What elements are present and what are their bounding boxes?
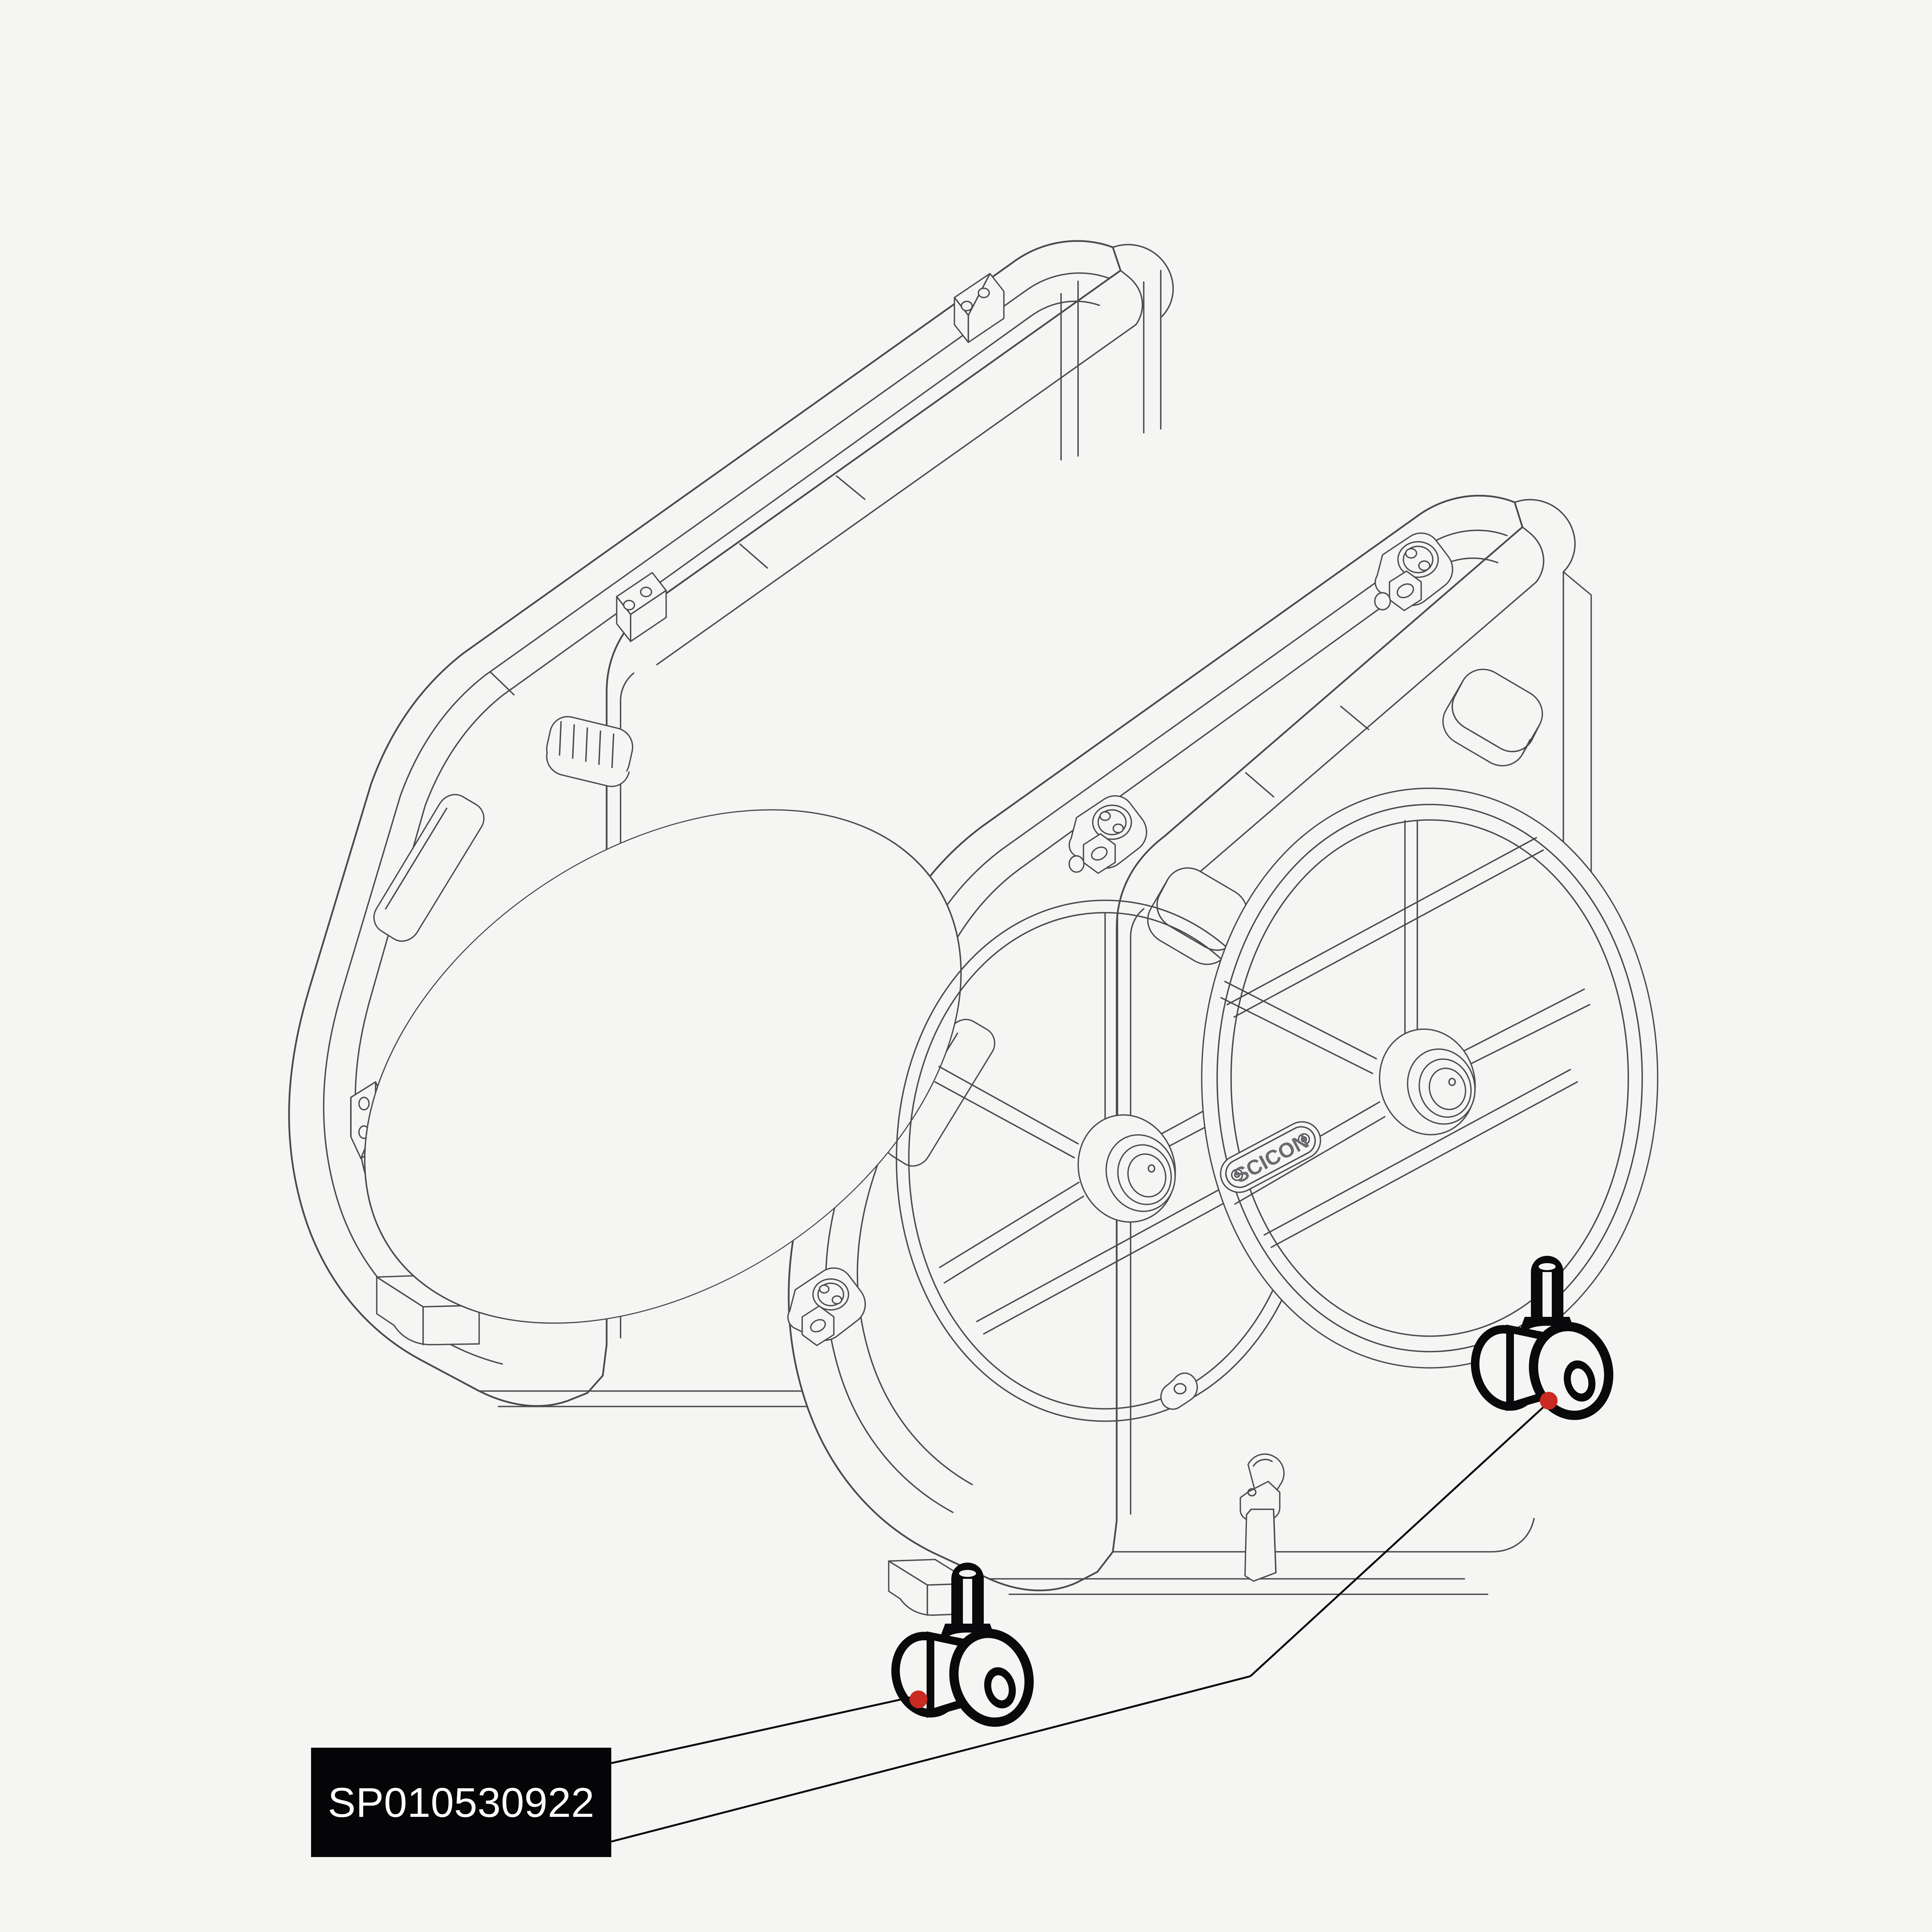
wheel-guard-disc-right	[1201, 787, 1658, 1369]
carry-handle	[1442, 668, 1543, 767]
leader-line-rear-caster-upper	[1250, 1406, 1545, 1677]
latch-clip	[546, 716, 633, 787]
callout-dot-rear-caster[interactable]	[1540, 1392, 1558, 1410]
strap-hook	[1240, 1453, 1285, 1582]
hinge-bracket	[787, 1267, 866, 1346]
wheel-hub	[1379, 1028, 1476, 1136]
hinge-bracket	[1068, 795, 1147, 874]
caster-wheel-front	[891, 1563, 1034, 1727]
wheel-guard-disc-left	[364, 809, 1315, 1422]
hinge-bracket	[1374, 532, 1453, 611]
leader-line-rear-caster-lower	[611, 1675, 1251, 1843]
part-number-text: SP010530922	[328, 1779, 595, 1826]
vent-mark	[1160, 1372, 1198, 1410]
hinge-bracket	[954, 273, 1005, 343]
leader-line-front-caster	[611, 1696, 912, 1764]
part-number-label[interactable]: SP010530922	[311, 1748, 611, 1857]
callout-dot-front-caster[interactable]	[910, 1690, 927, 1708]
wheel-hub	[1077, 1114, 1176, 1223]
hinge-bracket	[616, 572, 667, 642]
